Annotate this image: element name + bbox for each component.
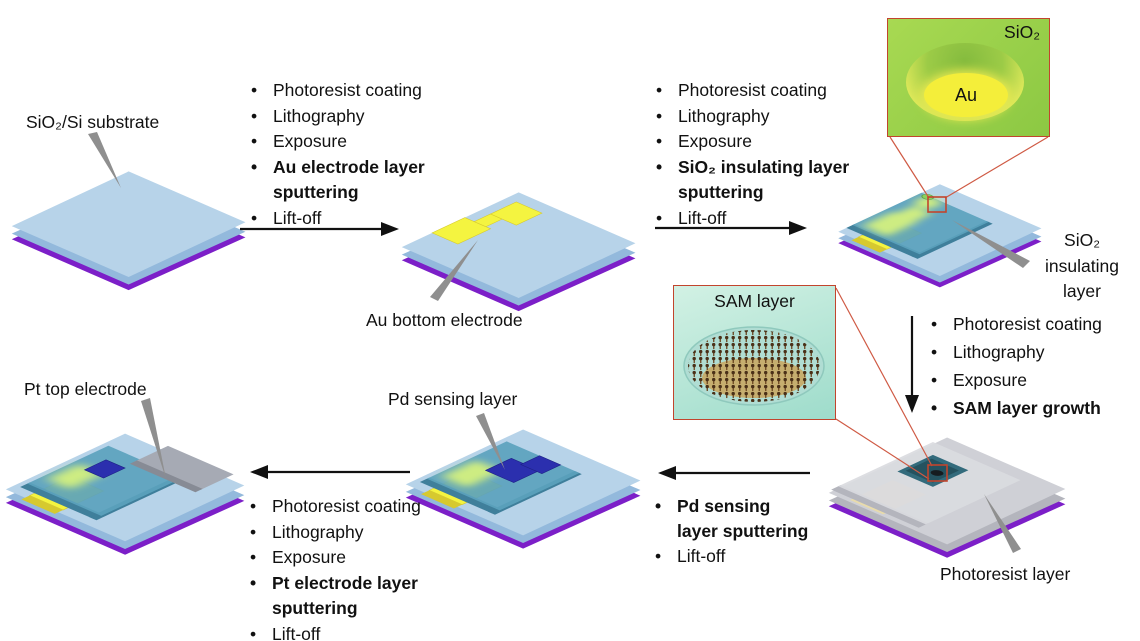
pd-layer-shape	[83, 459, 126, 479]
step-item: Exposure	[928, 366, 1138, 394]
arrow-left-2-icon	[250, 465, 410, 479]
au-pad-edge	[851, 236, 888, 253]
step-item: Photoresist coating	[248, 78, 458, 104]
sam-disc	[683, 326, 825, 406]
step-item: Lithography	[928, 338, 1138, 366]
label-pt-top: Pt top electrode	[24, 379, 147, 399]
step-item: Exposure	[248, 129, 458, 155]
step-list-pd: Pd sensing layer sputtering Lift-off	[652, 494, 827, 569]
step-item: Exposure	[247, 545, 462, 571]
step-item: Photoresist coating	[247, 494, 462, 520]
label-sio2-insulating: SiO₂ insulating layer	[1045, 230, 1119, 301]
arrow-left-1-icon	[658, 466, 810, 480]
sio2-slab-front	[20, 482, 104, 520]
device-photoresist	[828, 437, 1066, 558]
au-label: Au	[954, 84, 978, 105]
step-item: Lift-off	[652, 544, 827, 569]
step-list-sam: Photoresist coating Lithography Exposure…	[928, 310, 1138, 422]
step-item: Lithography	[248, 104, 458, 130]
step-list-sio2: Photoresist coating Lithography Exposure…	[653, 78, 878, 231]
step-item: SiO₂ insulating layer sputtering	[653, 155, 878, 206]
step-item: SAM layer growth	[928, 394, 1138, 422]
step-item: Photoresist coating	[653, 78, 878, 104]
inset-sio2-au: Au SiO₂	[887, 18, 1050, 137]
step-item: Au electrode layer sputtering	[248, 155, 458, 206]
substrate-top	[11, 171, 246, 277]
step-item: Lithography	[247, 520, 462, 546]
step-list-pt: Photoresist coating Lithography Exposure…	[247, 494, 462, 641]
au-pad-edge	[21, 495, 64, 514]
step-item: Pd sensing layer sputtering	[652, 494, 827, 544]
step-item: Pt electrode layer sputtering	[247, 571, 462, 622]
label-pd-sensing: Pd sensing layer	[388, 389, 518, 409]
step-item: Lift-off	[653, 206, 878, 232]
step-item: Photoresist coating	[928, 310, 1138, 338]
inset-sam-layer: SAM layer	[673, 285, 836, 420]
sio2-label: SiO₂	[1004, 22, 1040, 42]
step-list-au: Photoresist coating Lithography Exposure…	[248, 78, 458, 231]
step-item: Lithography	[653, 104, 878, 130]
device-substrate	[11, 171, 246, 291]
device-sio2-layer	[838, 184, 1042, 288]
device-final	[5, 433, 245, 555]
label-photoresist: Photoresist layer	[940, 564, 1071, 584]
step-item: Lift-off	[248, 206, 458, 232]
step-item: Exposure	[653, 129, 878, 155]
sio2-slab-front	[846, 224, 922, 258]
au-core: Au	[924, 73, 1008, 117]
sam-layer-label: SAM layer	[714, 291, 795, 311]
arrow-down-icon	[905, 316, 919, 413]
label-substrate: SiO₂/Si substrate	[26, 112, 160, 132]
device-pd-layer	[405, 429, 641, 549]
label-au-bottom: Au bottom electrode	[366, 310, 523, 330]
sio2-slab-top	[852, 192, 989, 255]
resist-slab-front	[831, 485, 929, 528]
step-item: Lift-off	[247, 622, 462, 641]
